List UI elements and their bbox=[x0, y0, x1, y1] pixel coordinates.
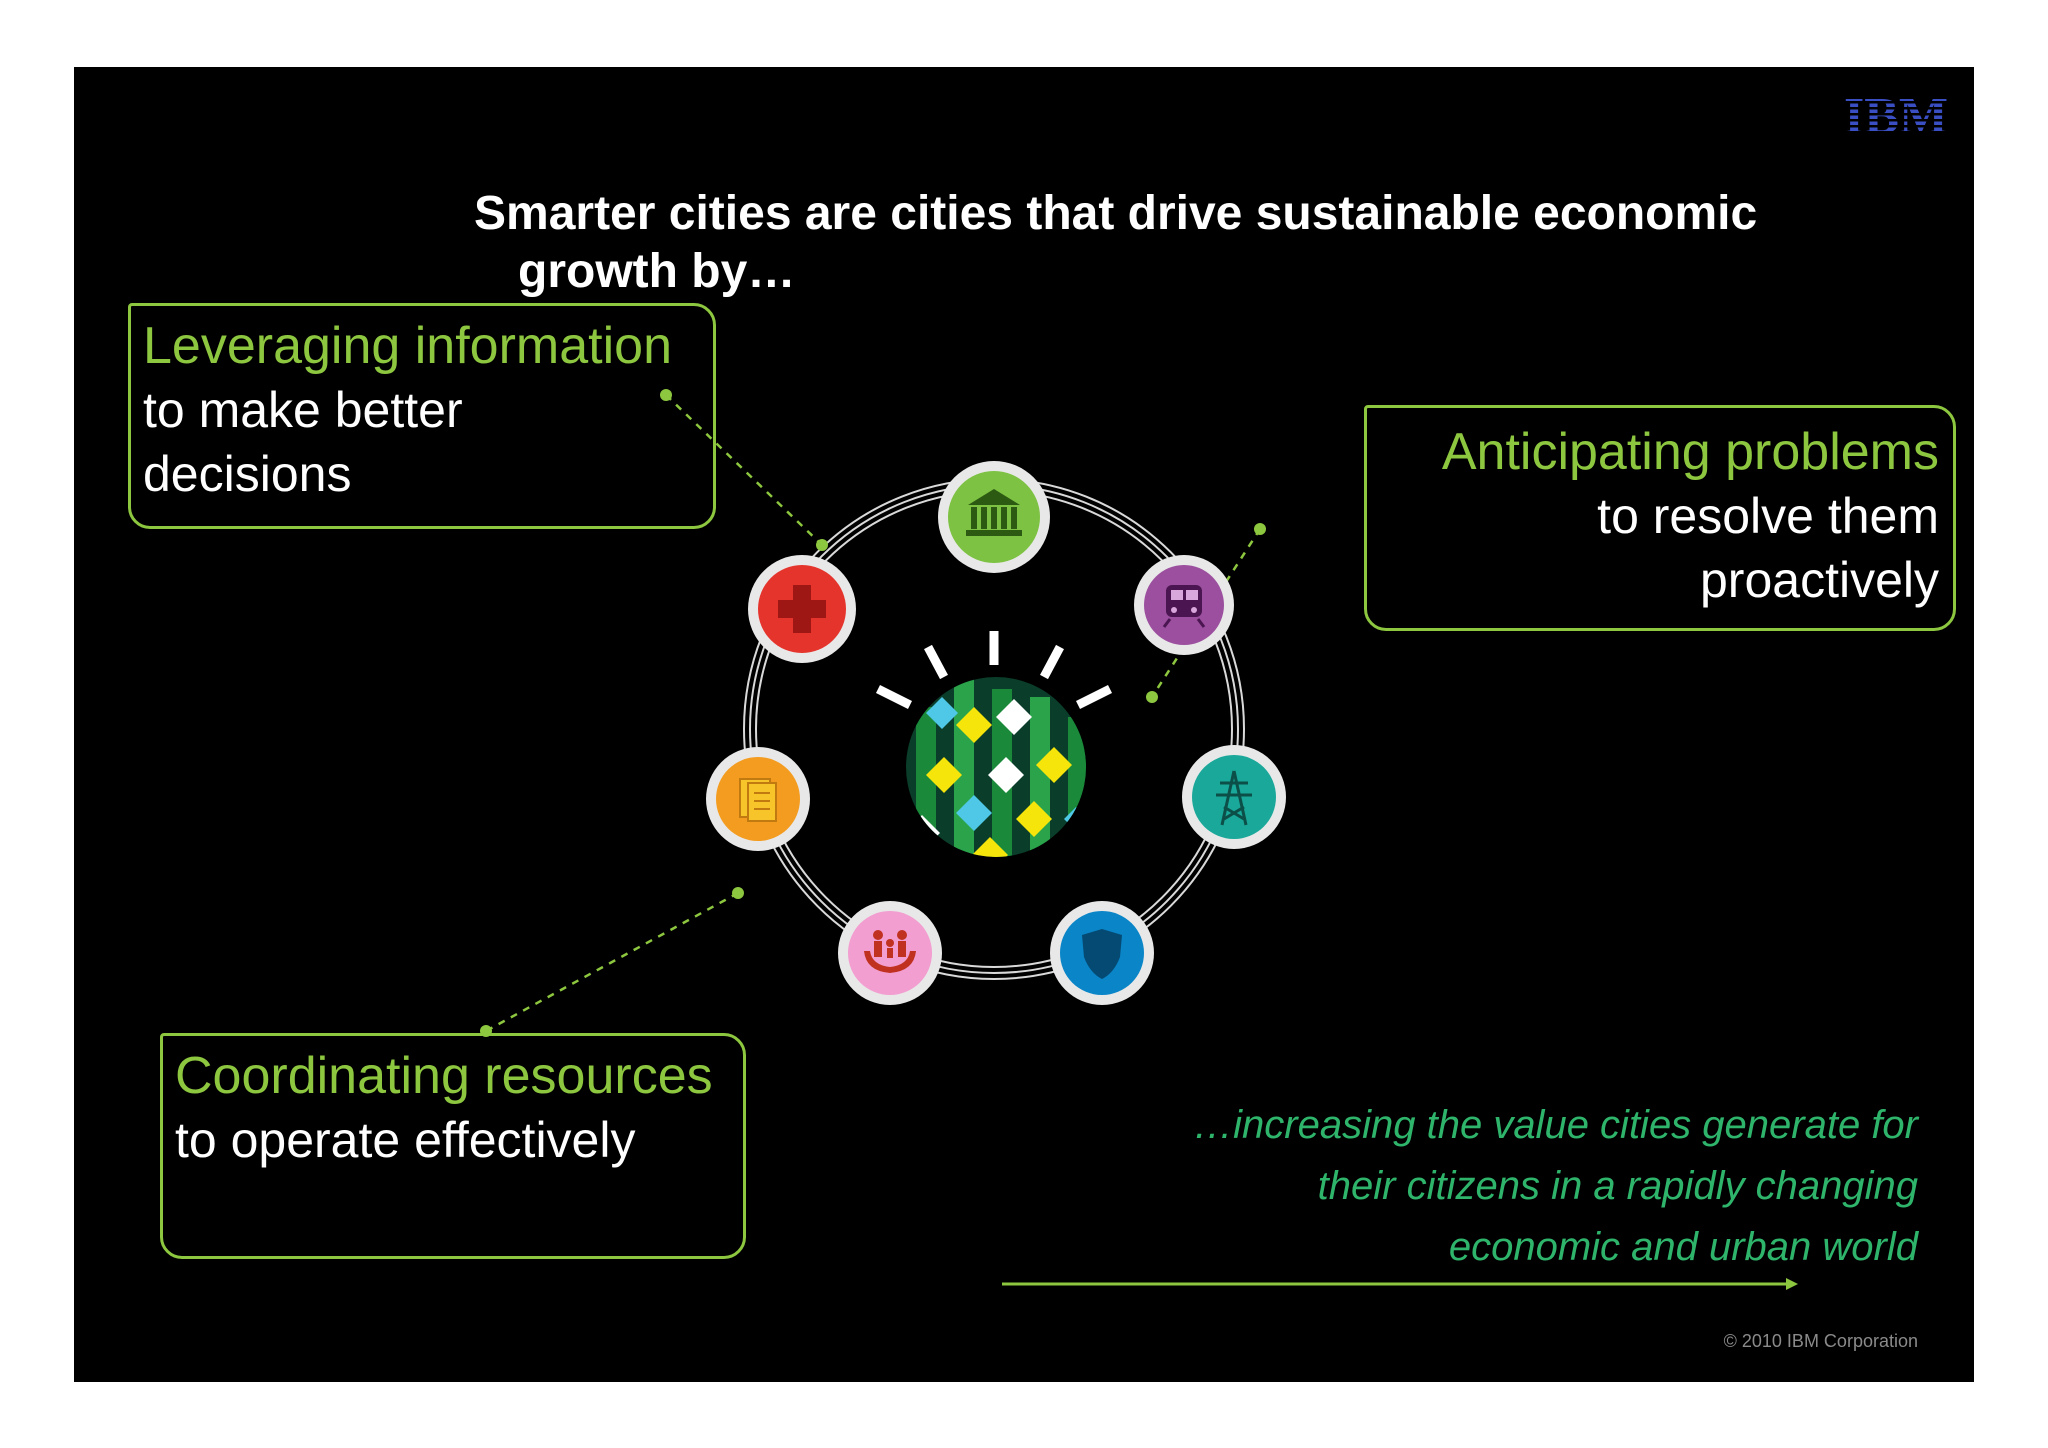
anticipating-heading: Anticipating problems bbox=[1441, 423, 1939, 481]
slide: IBM Smarter cities are cities that drive… bbox=[74, 67, 1974, 1382]
transportation-node bbox=[1134, 555, 1234, 655]
anticipating-text-2: proactively bbox=[1700, 552, 1939, 608]
connector-dot bbox=[1254, 523, 1266, 535]
timeline-arrow bbox=[1002, 1278, 1798, 1290]
smarter-city-diagram bbox=[480, 389, 1798, 1290]
smarter-planet-globe-icon bbox=[875, 631, 1113, 857]
anticipating-problems-box: Anticipating problems to resolve them pr… bbox=[1364, 405, 1956, 631]
healthcare-node bbox=[748, 555, 856, 663]
leveraging-information-box: Leveraging information to make better de… bbox=[128, 303, 716, 529]
svg-text:IBM: IBM bbox=[1844, 91, 1948, 137]
tagline-line-2: their citizens in a rapidly changing bbox=[1317, 1164, 1918, 1208]
government-node bbox=[938, 461, 1050, 573]
connector-dot bbox=[1146, 691, 1158, 703]
headline-line-1: Smarter cities are cities that drive sus… bbox=[474, 187, 1758, 240]
headline: Smarter cities are cities that drive sus… bbox=[474, 185, 1954, 301]
copyright: © 2010 IBM Corporation bbox=[1723, 1331, 1918, 1351]
medical-cross-icon bbox=[778, 585, 826, 633]
buildings-node bbox=[706, 747, 810, 851]
connector-coordinate bbox=[485, 891, 739, 1033]
coordinating-heading: Coordinating resources bbox=[175, 1047, 713, 1105]
connector-dot bbox=[732, 887, 744, 899]
public-safety-node bbox=[1050, 901, 1154, 1005]
leveraging-text-1: to make better bbox=[143, 382, 463, 438]
coordinating-text-1: to operate effectively bbox=[175, 1112, 636, 1168]
coordinating-resources-box: Coordinating resources to operate effect… bbox=[160, 1033, 746, 1259]
train-icon bbox=[1162, 585, 1206, 628]
buildings-icon bbox=[739, 778, 777, 822]
connector-leverage bbox=[665, 394, 823, 546]
energy-node bbox=[1182, 745, 1286, 849]
leveraging-text-2: decisions bbox=[143, 446, 352, 502]
tagline-line-3: economic and urban world bbox=[1448, 1225, 1918, 1269]
government-building-icon bbox=[966, 489, 1022, 536]
connector-dot bbox=[480, 1025, 492, 1037]
social-services-node bbox=[838, 901, 942, 1005]
anticipating-text-1: to resolve them bbox=[1597, 488, 1939, 544]
connector-dot bbox=[816, 539, 828, 551]
tagline: …increasing the value cities generate fo… bbox=[1054, 1095, 1918, 1278]
power-tower-icon bbox=[1216, 770, 1252, 826]
ibm-logo: IBM bbox=[1844, 91, 1948, 137]
leveraging-heading: Leveraging information bbox=[143, 317, 672, 375]
family-hands-icon bbox=[864, 930, 916, 973]
headline-line-2: growth by… bbox=[518, 245, 796, 298]
tagline-line-1: …increasing the value cities generate fo… bbox=[1193, 1103, 1918, 1147]
police-shield-icon bbox=[1082, 929, 1122, 979]
connector-dot bbox=[660, 389, 672, 401]
